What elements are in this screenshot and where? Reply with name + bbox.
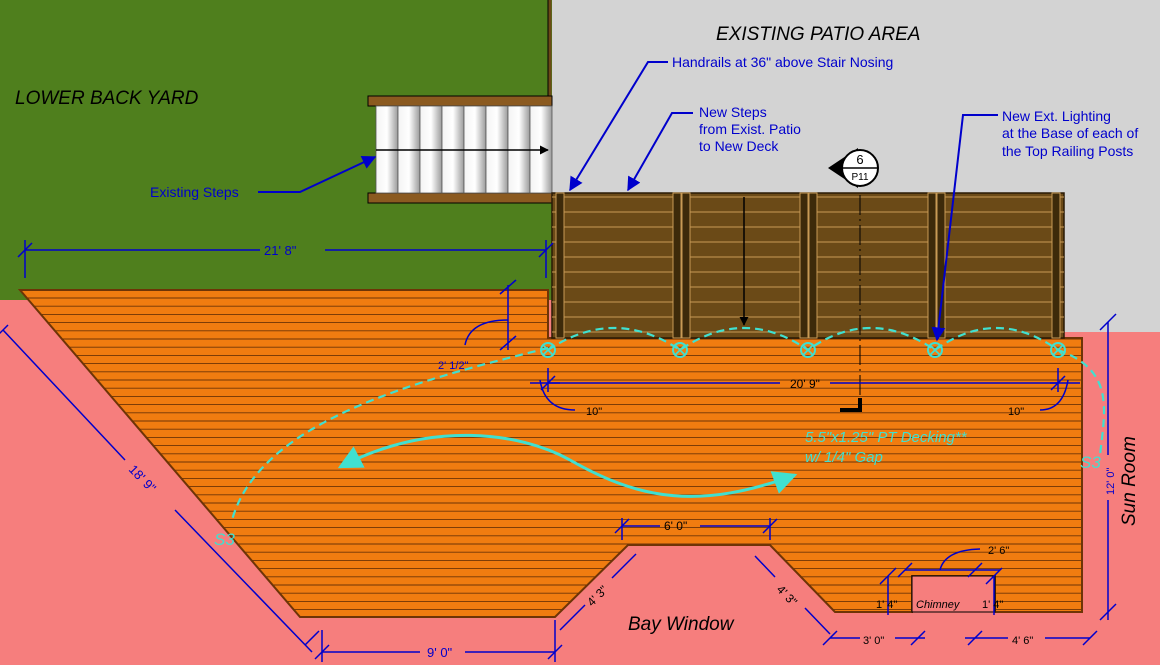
railing-post bbox=[936, 192, 946, 339]
railing-post bbox=[672, 192, 682, 339]
dim-offset-left: 10" bbox=[586, 406, 602, 418]
dim-chimney-left: 1' 4" bbox=[876, 599, 897, 611]
span-tag-left: S3 bbox=[214, 530, 235, 549]
dim-depth: 12' 0" bbox=[1105, 467, 1117, 495]
railing-post bbox=[555, 192, 565, 339]
lighting-arc bbox=[547, 326, 1059, 352]
existing-patio-label: EXISTING PATIO AREA bbox=[716, 24, 920, 45]
chimney-label: Chimney bbox=[916, 599, 961, 611]
section-number: 6 bbox=[856, 152, 863, 167]
dim-bottom-left: 9' 0" bbox=[427, 645, 453, 660]
railing-post bbox=[681, 192, 691, 339]
light-ring bbox=[1050, 342, 1066, 358]
dim-offset-right: 10" bbox=[1008, 406, 1024, 418]
new-steps-callout-3: to New Deck bbox=[699, 138, 779, 154]
sun-room-label: Sun Room bbox=[1119, 436, 1140, 526]
chimney bbox=[911, 575, 996, 613]
decking-callout-2: w/ 1/4" Gap bbox=[805, 449, 883, 466]
new-steps-callout-2: from Exist. Patio bbox=[699, 121, 801, 137]
existing-steps-callout: Existing Steps bbox=[150, 184, 239, 200]
section-sheet: P11 bbox=[851, 172, 868, 183]
lower-back-yard-label: LOWER BACK YARD bbox=[15, 88, 199, 109]
new-steps-callout-1: New Steps bbox=[699, 104, 767, 120]
s3-span-right bbox=[1057, 348, 1106, 456]
dim-bay-top: 6' 0" bbox=[664, 519, 687, 533]
dim-inset: 2' 1/2" bbox=[438, 360, 469, 372]
lighting-callout-2: at the Base of each of bbox=[1002, 125, 1138, 141]
s3-span-left bbox=[230, 346, 549, 521]
decking-direction-arrow bbox=[337, 433, 798, 498]
new-steps bbox=[551, 192, 1065, 339]
dimension-lines bbox=[0, 240, 1117, 662]
section-cut bbox=[840, 195, 862, 412]
handrails-callout: Handrails at 36" above Stair Nosing bbox=[672, 54, 893, 70]
light-ring bbox=[800, 342, 816, 358]
span-tag-right: S3 bbox=[1080, 453, 1101, 472]
railing-post bbox=[799, 192, 809, 339]
light-ring bbox=[672, 342, 688, 358]
section-marker: 6 P11 bbox=[828, 148, 879, 188]
decking-callout-1: 5.5"x1.25" PT Decking** bbox=[805, 429, 968, 446]
dim-top-width: 21' 8" bbox=[264, 243, 297, 258]
railing-post bbox=[808, 192, 818, 339]
lighting-callout-3: the Top Railing Posts bbox=[1002, 143, 1133, 159]
bay-window-label: Bay Window bbox=[628, 614, 735, 635]
dim-step-width: 20' 9" bbox=[790, 377, 820, 391]
existing-steps bbox=[367, 95, 553, 204]
dim-bottom-mid: 3' 0" bbox=[863, 635, 884, 647]
dim-chimney-width: 2' 6" bbox=[988, 545, 1009, 557]
light-ring bbox=[927, 342, 943, 358]
railing-post bbox=[1051, 192, 1061, 339]
dim-bottom-right: 4' 6" bbox=[1012, 635, 1033, 647]
lighting-callout-1: New Ext. Lighting bbox=[1002, 108, 1111, 124]
callout-leaders bbox=[258, 61, 998, 342]
railing-post bbox=[927, 192, 937, 339]
dim-chimney-right: 1' 4" bbox=[982, 599, 1003, 611]
